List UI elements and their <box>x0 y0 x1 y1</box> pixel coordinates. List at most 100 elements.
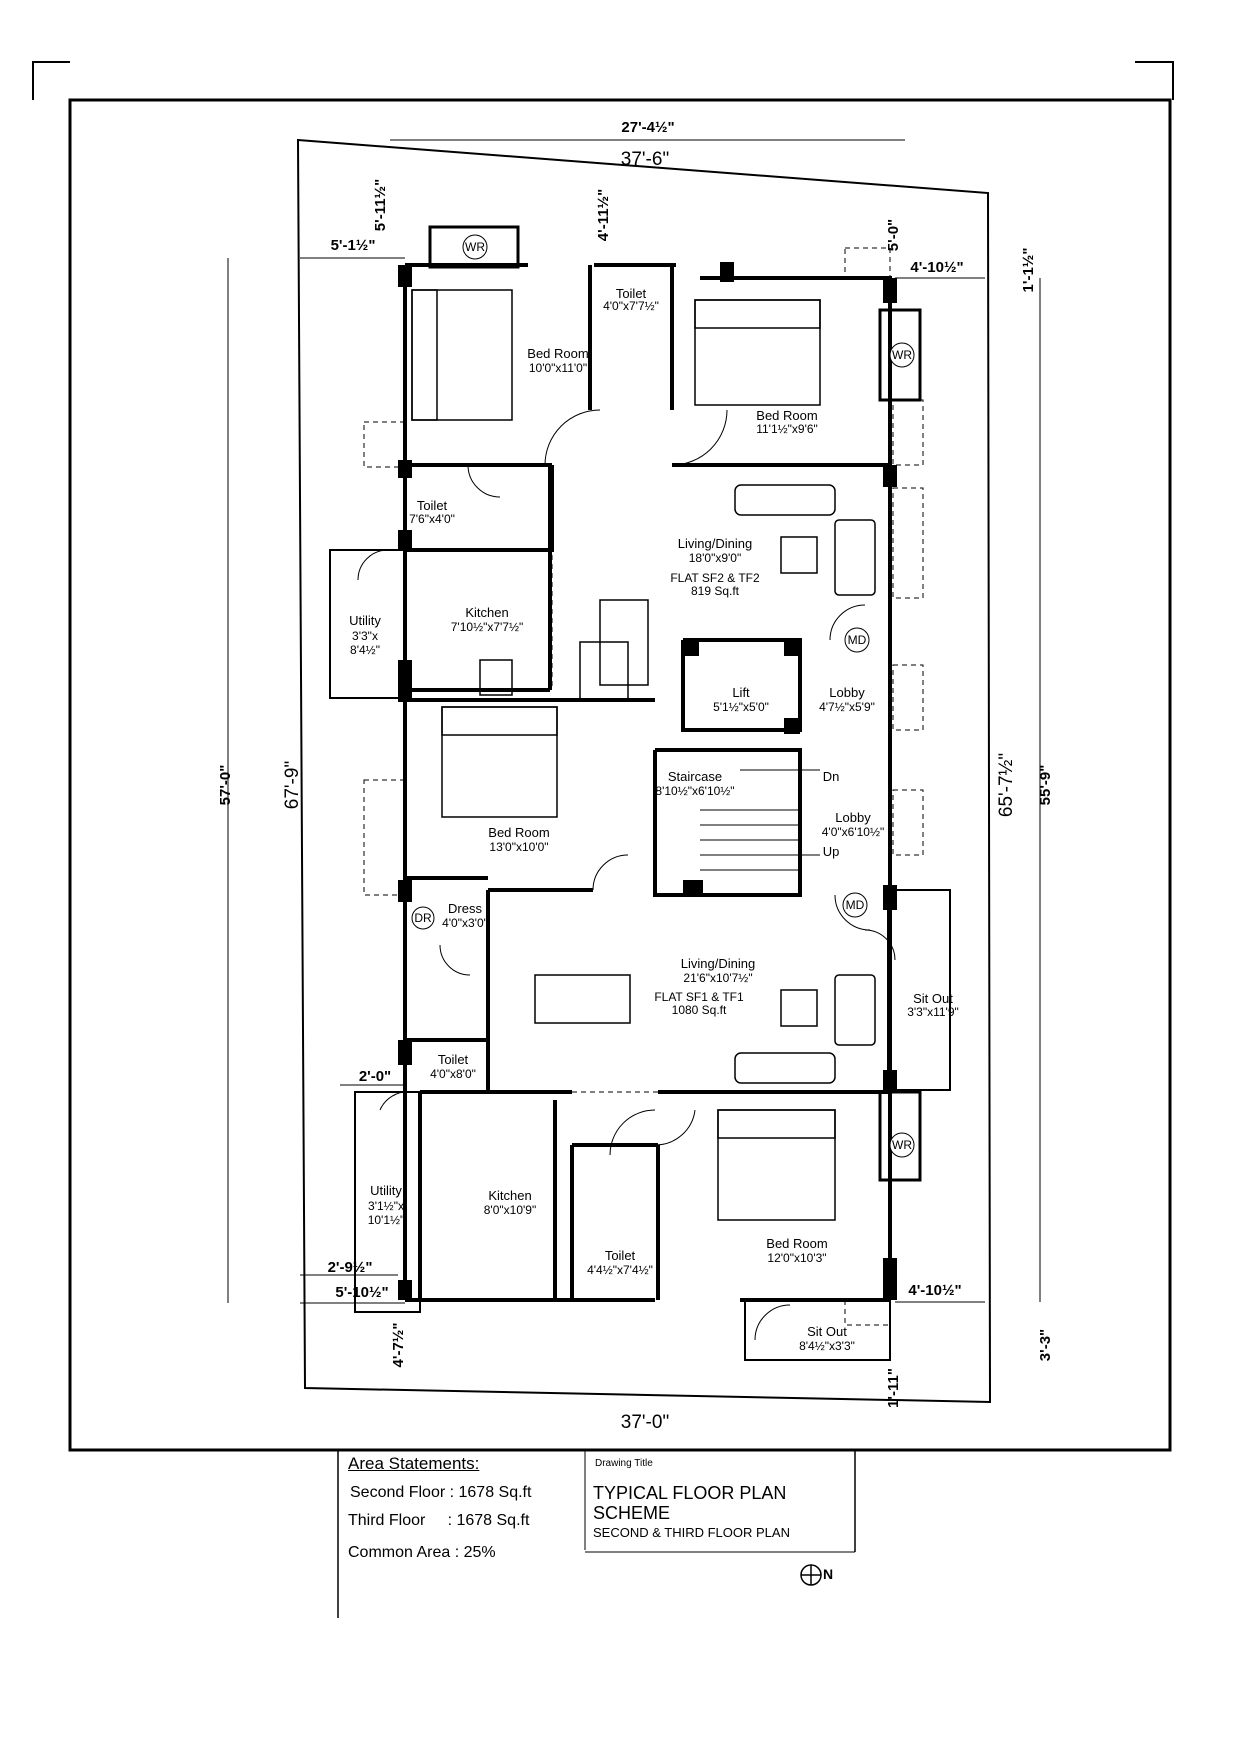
sitout-right-size: 3'3"x11'9" <box>907 1005 959 1019</box>
dim-left-mid: 2'-0" <box>359 1068 391 1085</box>
lift-size: 5'1½"x5'0" <box>713 700 769 714</box>
stair-dn: Dn <box>823 769 840 784</box>
kitchen-bot-size: 8'0"x10'9" <box>484 1203 536 1217</box>
dr-tag: DR <box>414 911 432 925</box>
staircase-name: Staircase <box>668 769 722 784</box>
dim-left-site: 67'-9" <box>282 761 303 809</box>
utility-top-size2: 8'4½" <box>350 643 380 657</box>
drawing-title-label: Drawing Title <box>595 1458 653 1469</box>
dim-setback-top-right-v: 5'-0" <box>885 219 902 251</box>
bed-tl-size: 10'0"x11'0" <box>529 361 587 375</box>
bed-br-name: Bed Room <box>766 1236 827 1251</box>
dim-bottom-left-v: 4'-7½" <box>390 1323 407 1368</box>
md-tag-bottom: MD <box>846 898 865 912</box>
md-tag-top: MD <box>848 633 867 647</box>
wardrobes <box>428 225 922 1182</box>
north-arrow-icon <box>800 1564 822 1586</box>
drawing-title-line2: SCHEME <box>593 1503 671 1523</box>
living-bot-name: Living/Dining <box>681 956 755 971</box>
furniture <box>479 484 876 1084</box>
toilet-bc-name: Toilet <box>605 1248 636 1263</box>
bed-tr-name: Bed Room <box>756 408 817 423</box>
staircase-size: 8'10½"x6'10½" <box>655 784 734 798</box>
bed-mid-size: 13'0"x10'0" <box>489 840 548 854</box>
dim-right-bottom-v: 3'-3" <box>1037 1329 1054 1361</box>
kitchen-top-size: 7'10½"x7'7½" <box>451 620 524 634</box>
living-bot-size: 21'6"x10'7½" <box>683 971 752 985</box>
sitout-right-name: Sit Out <box>913 991 953 1006</box>
utility-bot-size1: 3'1½"x <box>368 1199 404 1213</box>
toilet-ml-size: 7'6"x4'0" <box>409 512 455 526</box>
site-boundary <box>296 138 992 1404</box>
dim-setback-top-left-v: 5'-11½" <box>372 179 389 231</box>
bed-mid-name: Bed Room <box>488 825 549 840</box>
dim-right-site: 65'-7½" <box>996 753 1017 817</box>
dress-name: Dress <box>448 901 482 916</box>
dim-setback-right-top: 4'-10½" <box>910 259 963 276</box>
toilet-tc-name: Toilet <box>616 286 647 301</box>
flat-bot-line2: 1080 Sq.ft <box>672 1003 727 1017</box>
stairs <box>700 769 820 871</box>
bed-tr-size: 11'1½"x9'6" <box>756 422 818 436</box>
beds <box>411 289 836 1221</box>
projections <box>329 549 951 1361</box>
area-heading: Area Statements: <box>348 1454 480 1473</box>
area-third-floor: Third Floor : 1678 Sq.ft <box>348 1512 530 1529</box>
columns <box>398 262 897 1300</box>
sitout-bot-name: Sit Out <box>807 1324 847 1339</box>
dim-setback-right-top-v: 1'-1½" <box>1020 248 1037 293</box>
toilet-ml-name: Toilet <box>417 498 448 513</box>
dim-right-building: 55'-9" <box>1037 765 1054 806</box>
north-label: N <box>823 1566 834 1582</box>
flat-top-line2: 819 Sq.ft <box>691 584 740 598</box>
door-swings <box>357 409 896 1341</box>
dim-left-building: 57'-0" <box>217 765 234 806</box>
lobby-mid-size: 4'0"x6'10½" <box>822 825 884 839</box>
dim-right-bottom: 4'-10½" <box>908 1282 961 1299</box>
dim-setback-top-mid-v: 4'-11½" <box>595 189 612 241</box>
lift-name: Lift <box>732 685 750 700</box>
utility-bot-size2: 10'1½" <box>368 1213 405 1227</box>
drawing-frame <box>68 98 1172 1452</box>
toilet-bl-name: Toilet <box>438 1052 469 1067</box>
kitchen-top-name: Kitchen <box>465 605 508 620</box>
lobby-top-size: 4'7½"x5'9" <box>819 700 875 714</box>
living-top-name: Living/Dining <box>678 536 752 551</box>
wr-tag-top: WR <box>465 240 485 254</box>
area-second-floor: Second Floor : 1678 Sq.ft <box>350 1484 532 1501</box>
bed-tl-name: Bed Room <box>527 346 588 361</box>
dimension-labels: 27'-4½" 37'-6" 37'-0" 67'-9" 57'-0" 65'-… <box>217 119 1054 1433</box>
living-top-size: 18'0"x9'0" <box>689 551 741 565</box>
wr-tag-right: WR <box>892 348 912 362</box>
utility-bot-name: Utility <box>370 1183 402 1198</box>
flat-top-line1: FLAT SF2 & TF2 <box>670 571 760 585</box>
dim-setback-top-left: 5'-1½" <box>331 237 376 254</box>
area-common: Common Area : 25% <box>348 1544 496 1561</box>
stair-up: Up <box>823 844 840 859</box>
lobby-top-name: Lobby <box>829 685 865 700</box>
dress-size: 4'0"x3'0" <box>442 916 488 930</box>
flat-bot-line1: FLAT SF1 & TF1 <box>654 990 744 1004</box>
drawing-subtitle: SECOND & THIRD FLOOR PLAN <box>593 1525 790 1540</box>
wr-tag-bottom: WR <box>892 1138 912 1152</box>
crop-marks <box>32 61 1174 100</box>
room-labels: Bed Room 10'0"x11'0" Toilet 4'0"x7'7½" B… <box>349 286 959 1353</box>
lobby-mid-name: Lobby <box>835 810 871 825</box>
dim-left-bottom: 5'-10½" <box>335 1284 388 1301</box>
dimension-lines <box>227 139 1041 1304</box>
dim-bottom-site: 37'-0" <box>621 1412 669 1433</box>
utility-top-name: Utility <box>349 613 381 628</box>
toilet-tc-size: 4'0"x7'7½" <box>603 299 659 313</box>
fixture-tags: WR WR WR MD MD DR <box>411 234 915 1158</box>
sitout-bot-size: 8'4½"x3'3" <box>799 1339 855 1353</box>
dim-top-overall: 27'-4½" <box>621 119 674 136</box>
window-shades <box>363 247 924 1326</box>
bed-br-size: 12'0"x10'3" <box>767 1251 826 1265</box>
drawing-title-line1: TYPICAL FLOOR PLAN <box>593 1483 787 1503</box>
utility-top-size1: 3'3"x <box>352 629 378 643</box>
dim-bottom-right-v: 1'-11" <box>885 1368 902 1408</box>
toilet-bl-size: 4'0"x8'0" <box>430 1067 476 1081</box>
dim-top-site: 37'-6" <box>621 149 669 170</box>
dim-left-lower: 2'-9½" <box>328 1259 373 1276</box>
